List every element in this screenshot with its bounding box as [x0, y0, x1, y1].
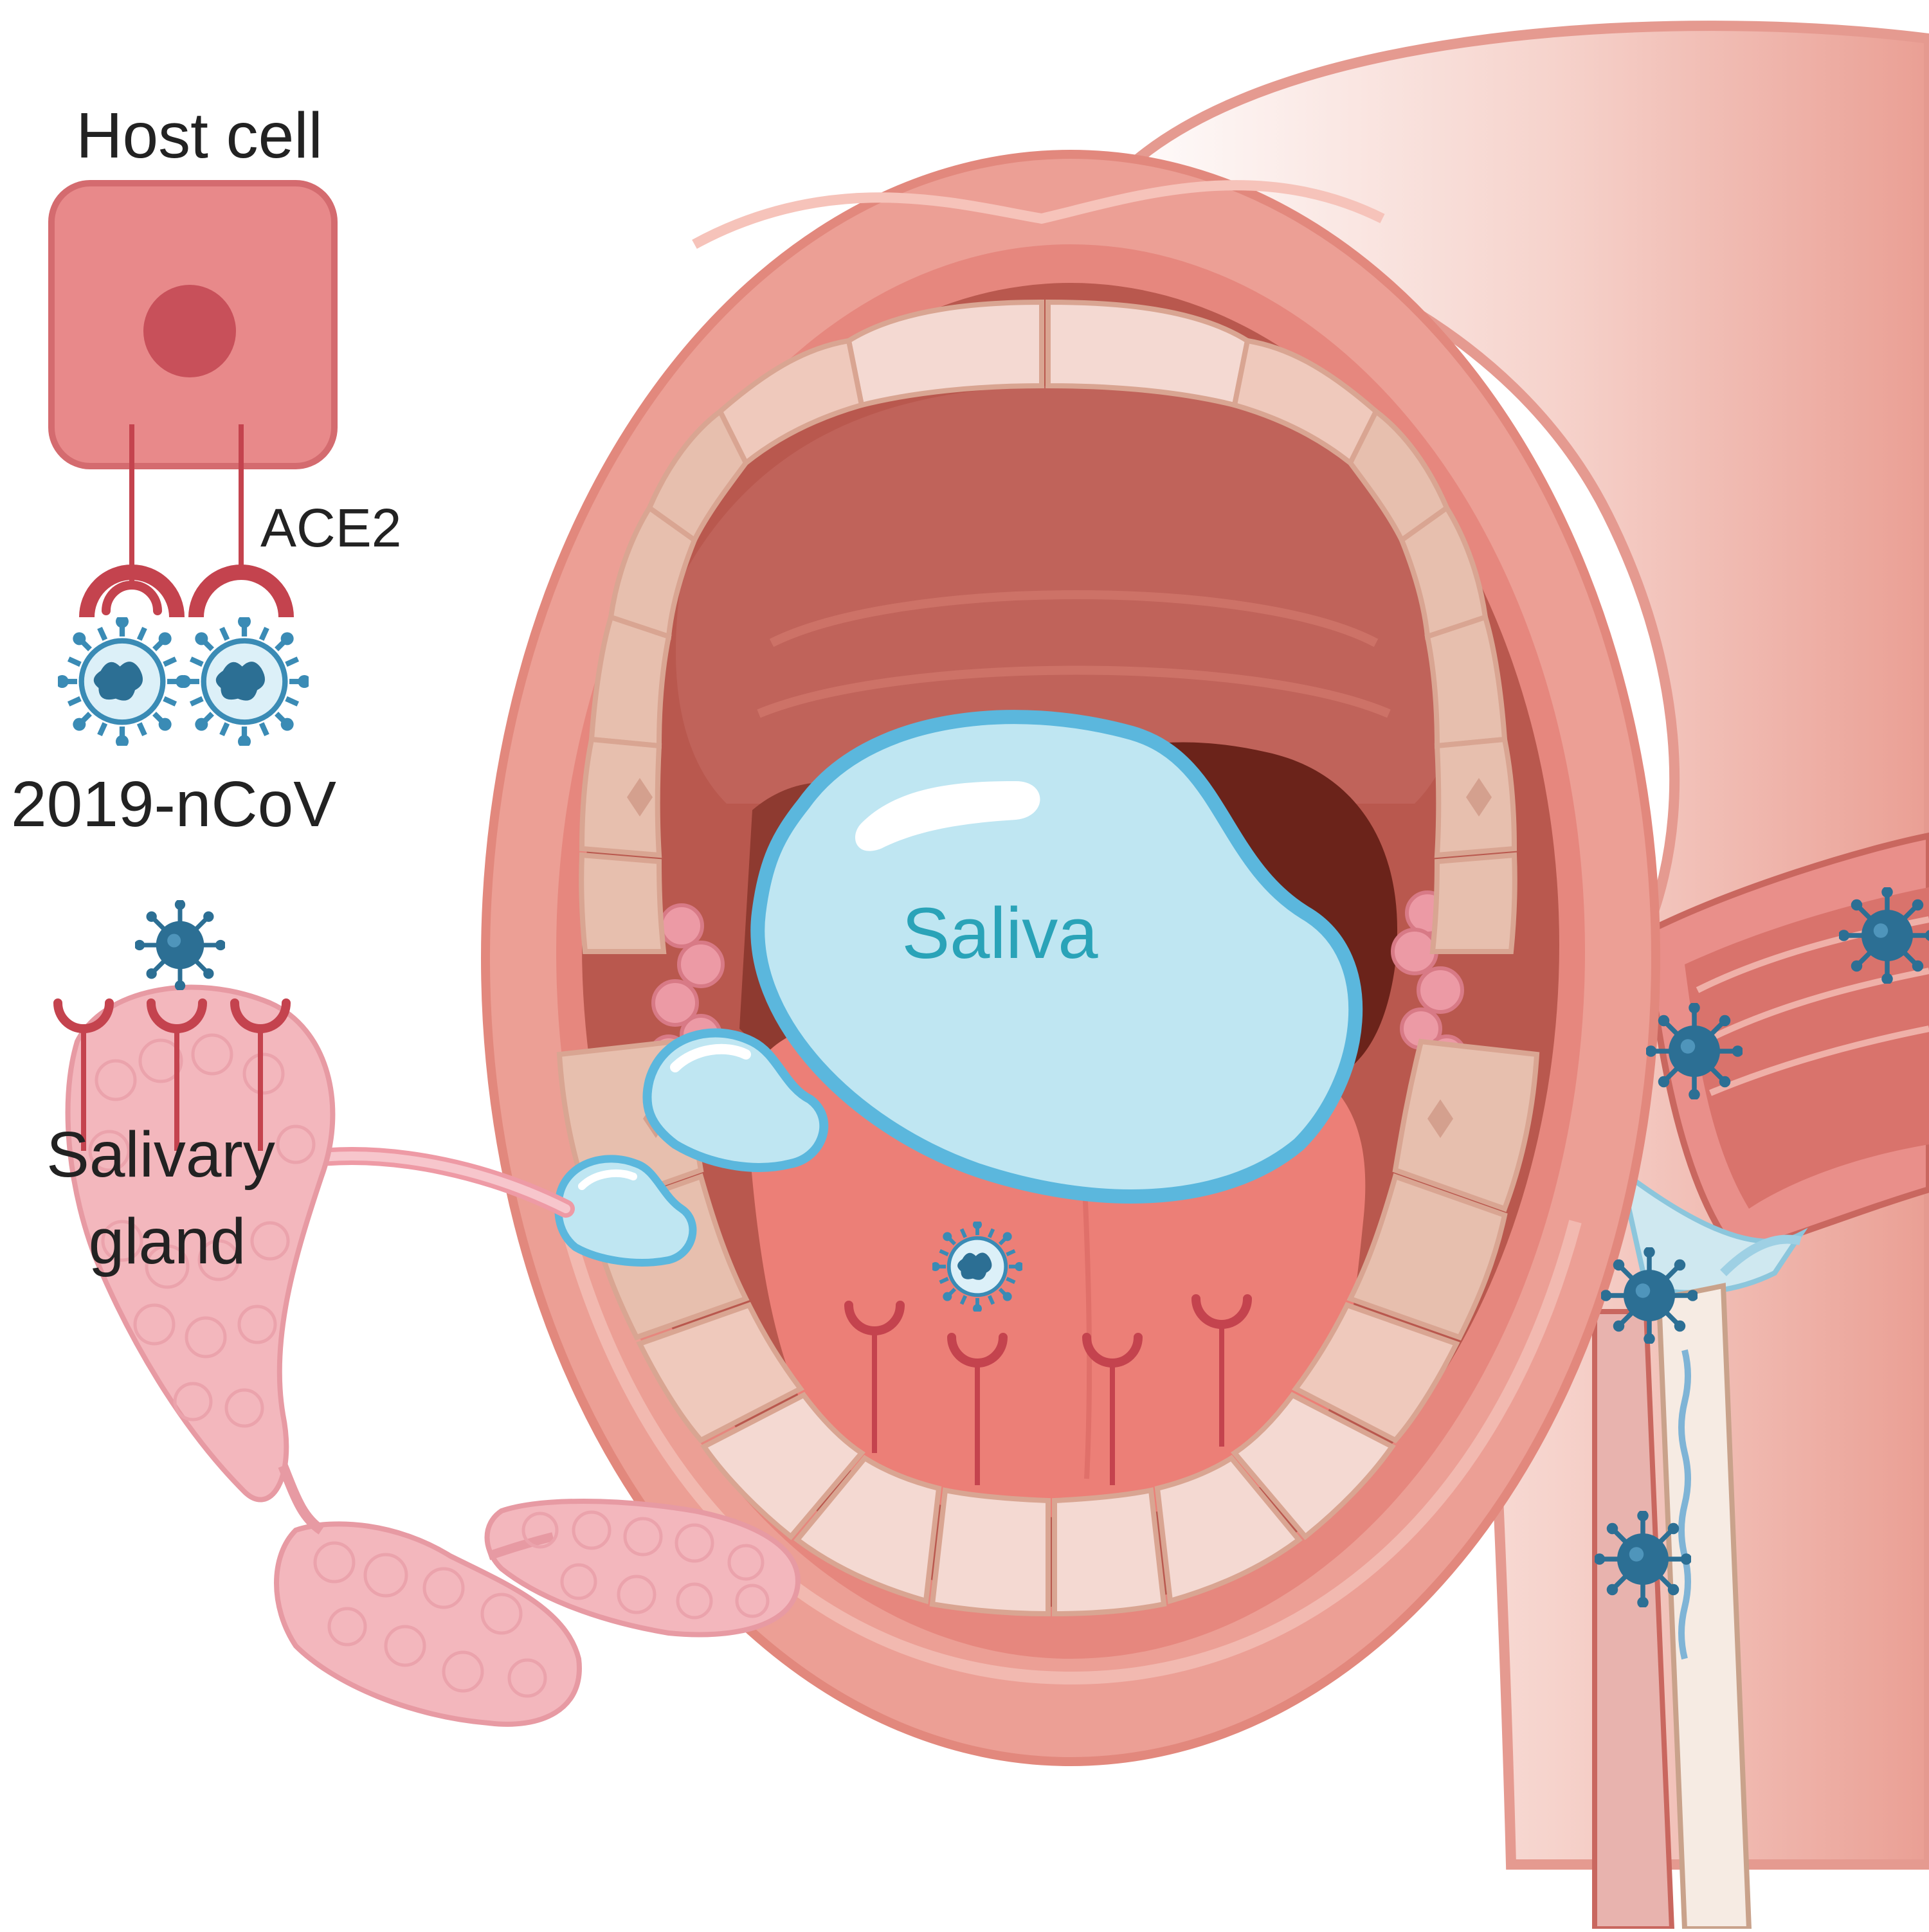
- coronavirus-icon: [1645, 1002, 1744, 1101]
- coronavirus-icon: [134, 899, 226, 991]
- saliva-label: Saliva: [901, 893, 1098, 973]
- host-cell-label: Host cell: [76, 100, 322, 172]
- lower-teeth: [556, 1038, 1540, 1617]
- salivary-gland-label-line2: gland: [89, 1205, 246, 1277]
- upper-lip-highlight: [692, 180, 1385, 249]
- ace2-label: ACE2: [260, 498, 401, 558]
- coronavirus-icon: [56, 615, 189, 748]
- salivary-gland-label-line1: Salivary: [46, 1119, 275, 1191]
- coronavirus-icon: [178, 615, 311, 748]
- host-cell-legend: Host cell ACE2 2019-nCoV: [11, 100, 401, 840]
- saliva-drop-medium: [642, 1028, 829, 1172]
- airway-section: [1592, 832, 1929, 1931]
- coronavirus-icon: [1594, 1510, 1692, 1609]
- upper-teeth: [579, 299, 1517, 954]
- saliva-drop-small: [554, 1155, 697, 1267]
- salivary-gland-icon: [65, 984, 801, 1727]
- coronavirus-icon: [1600, 1247, 1699, 1345]
- virus-label: 2019-nCoV: [11, 768, 336, 840]
- coronavirus-icon: [931, 1220, 1024, 1314]
- nucleus-icon: [143, 285, 236, 377]
